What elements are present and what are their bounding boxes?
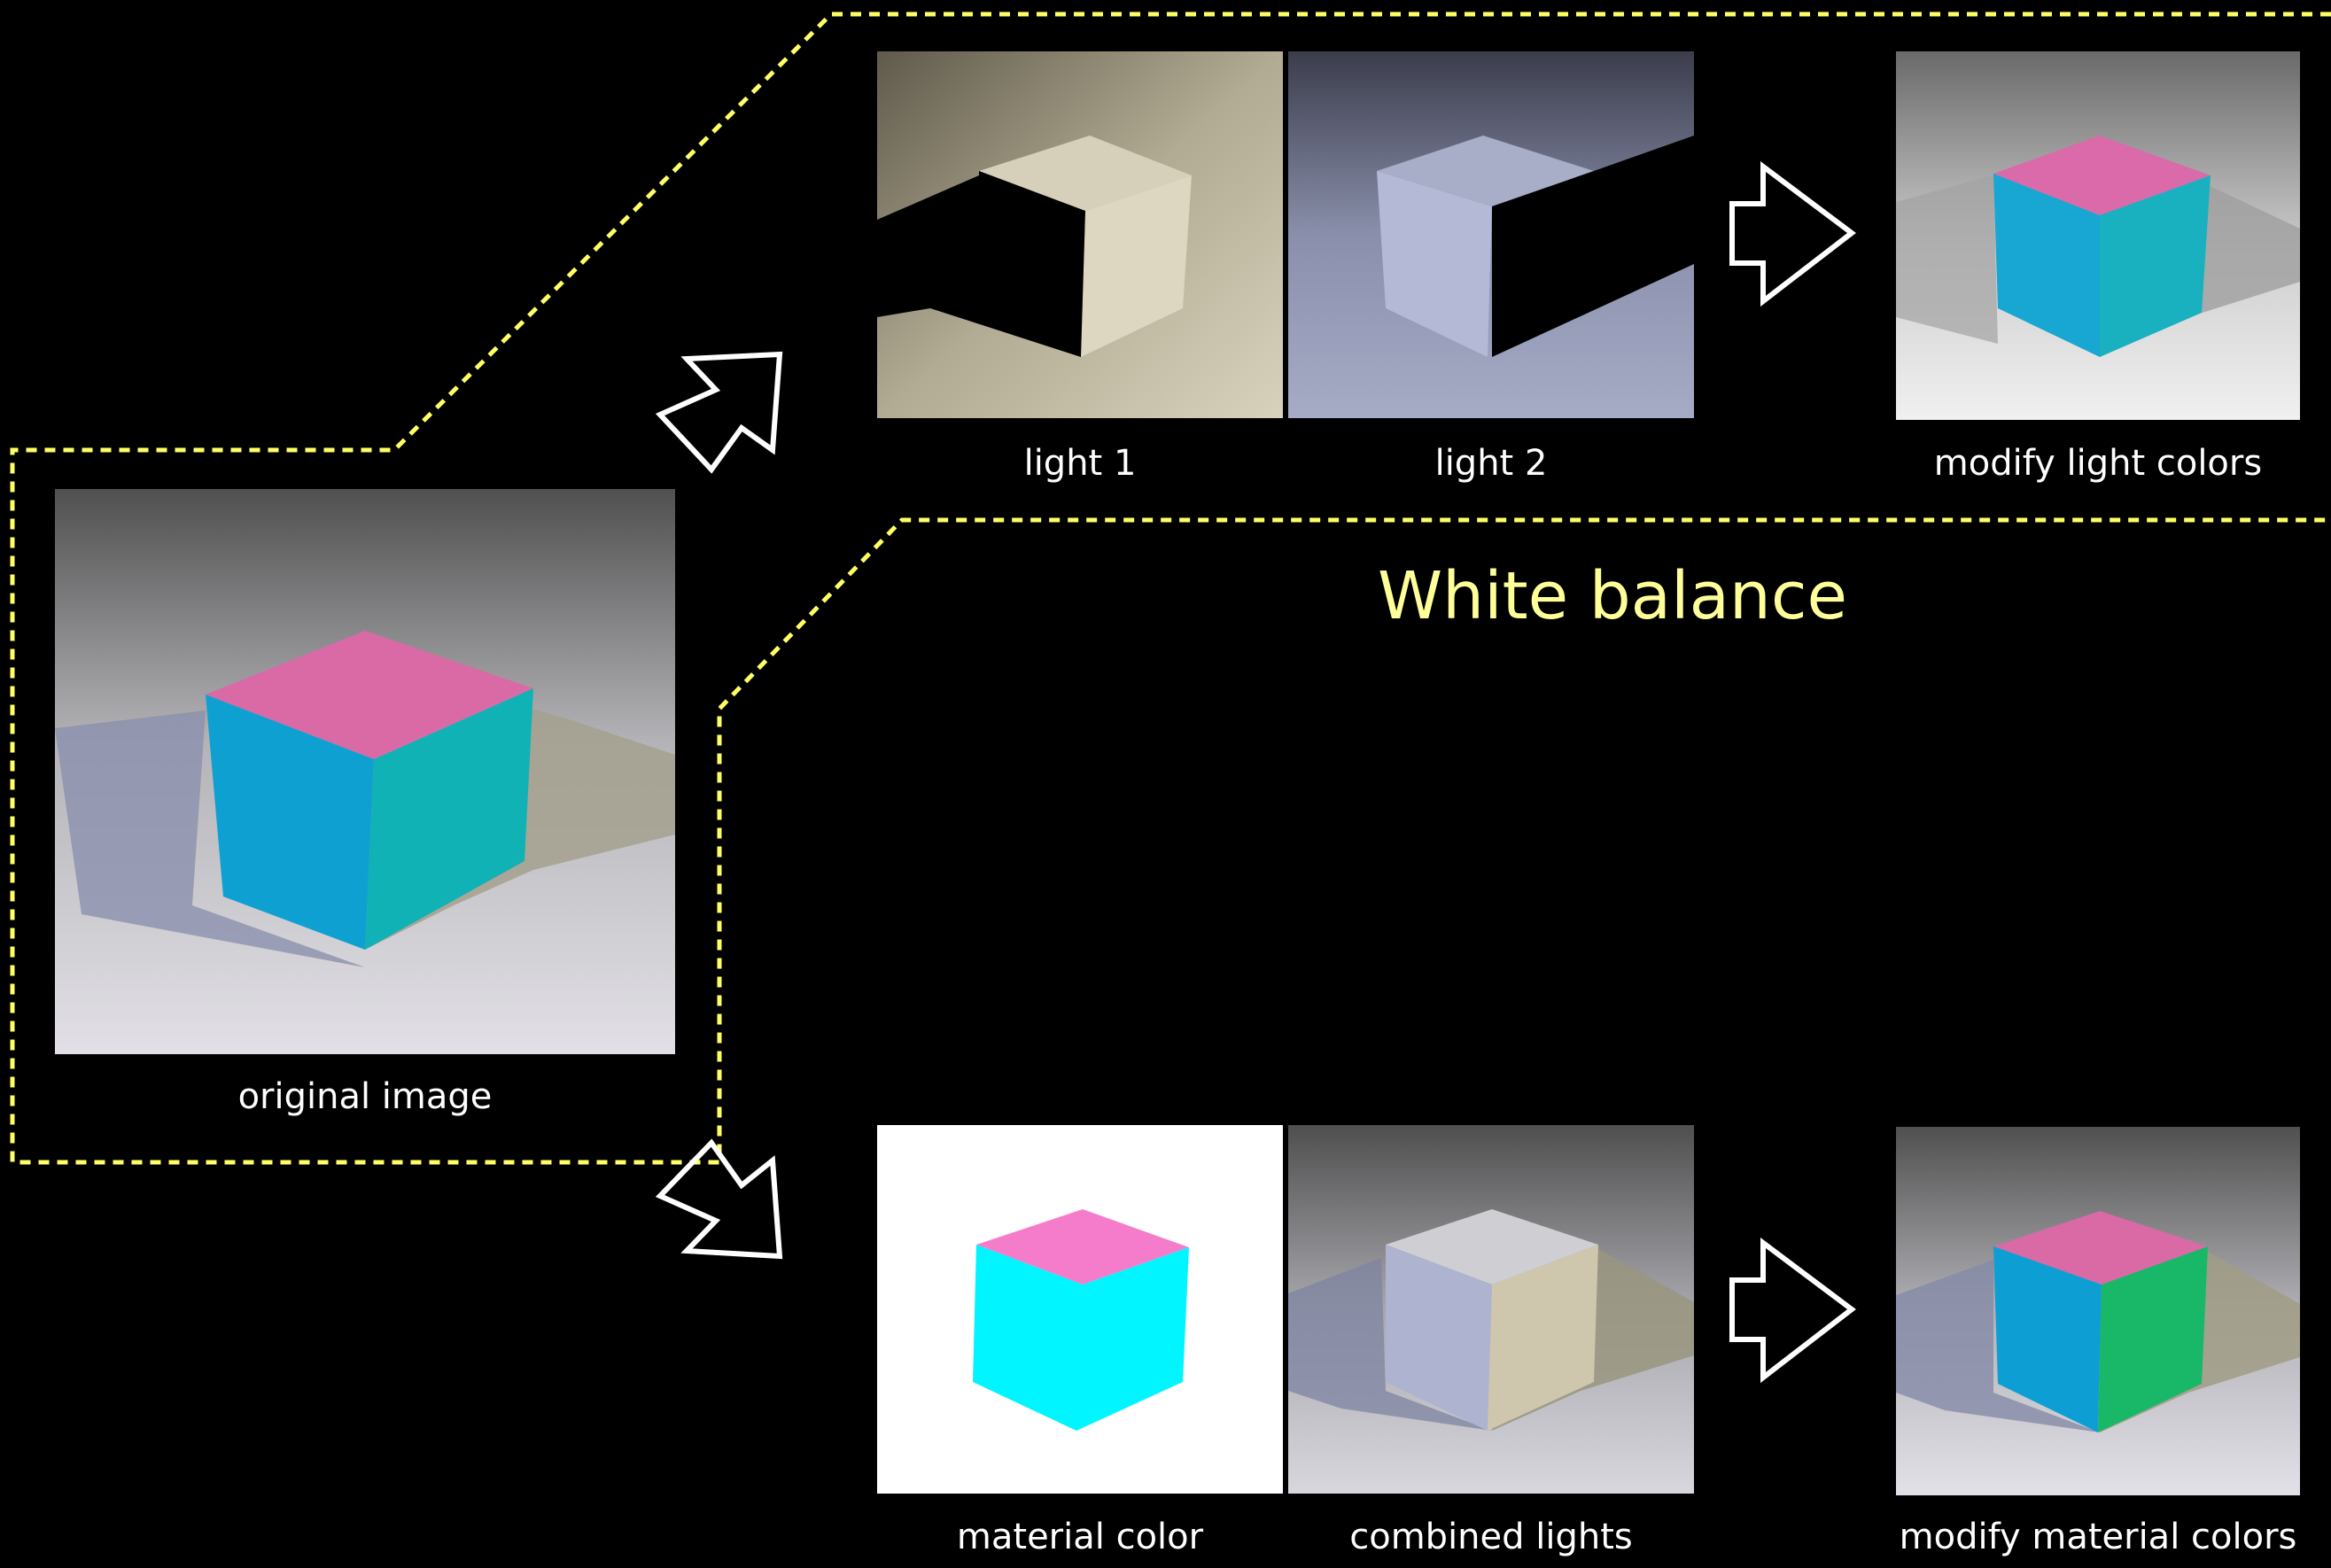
- arrow-right-material-icon: [1729, 1238, 1856, 1384]
- upper-dashed-connector: [10, 12, 2331, 1165]
- arrow-right-light-icon: [1729, 161, 1856, 307]
- material-color-panel: [877, 1125, 1283, 1494]
- modify-light-colors-panel: [1896, 51, 2300, 420]
- modify-light-colors-caption: modify light colors: [1933, 443, 2263, 484]
- arrow-down-right-icon: [655, 1138, 783, 1260]
- light-1-panel: [877, 51, 1283, 418]
- combined-lights-panel: [1288, 1125, 1694, 1494]
- combined-lights-caption: combined lights: [1349, 1517, 1633, 1557]
- material-color-caption: material color: [956, 1517, 1204, 1557]
- modify-material-colors-caption: modify material colors: [1899, 1517, 2297, 1557]
- light-2-panel: [1288, 51, 1694, 418]
- modify-material-colors-panel: [1896, 1127, 2300, 1495]
- arrow-up-right-icon: [655, 351, 783, 474]
- light-2-caption: light 2: [1434, 443, 1548, 484]
- original-image-panel: [55, 489, 675, 1054]
- original-image-caption: original image: [237, 1076, 493, 1117]
- page-title: White balance: [1378, 558, 1848, 634]
- light-1-caption: light 1: [1023, 443, 1137, 484]
